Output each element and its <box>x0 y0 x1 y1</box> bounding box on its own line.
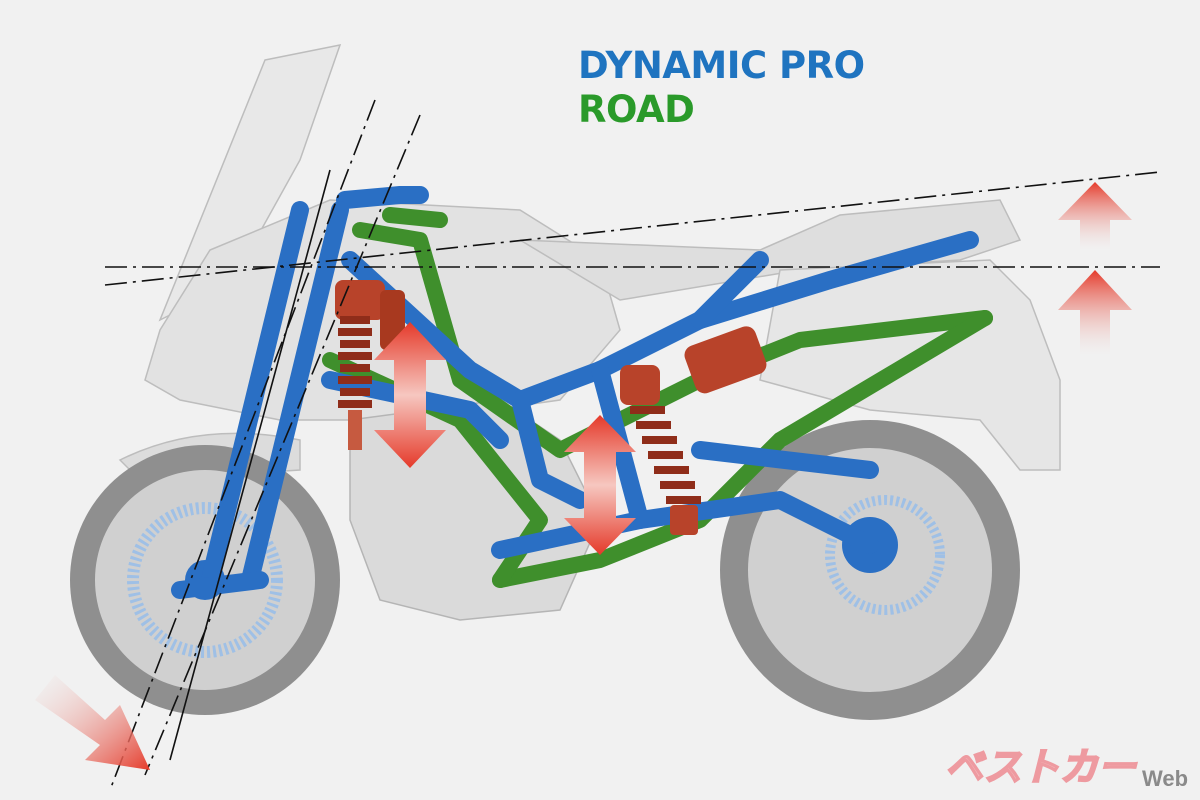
rear-rise-arrow-icon <box>1058 182 1132 250</box>
rear-travel-arrow-icon <box>564 415 636 555</box>
legend-road: ROAD <box>578 88 695 131</box>
legend: DYNAMIC PRO ROAD <box>578 44 865 132</box>
watermark-logo: ベストカー <box>945 745 1137 789</box>
reference-lines <box>104 99 1161 791</box>
steering-axis-line <box>109 99 376 791</box>
steering-axis-line <box>144 114 421 776</box>
frame-dynamic-pro <box>171 186 979 599</box>
pitch-reference-line <box>104 171 1161 286</box>
legend-dynamic-pro: DYNAMIC PRO <box>578 44 865 87</box>
front-travel-arrow-icon <box>374 322 446 468</box>
rear-shock <box>620 326 767 535</box>
watermark-suffix: Web <box>1142 766 1189 791</box>
rear-rise-arrow-icon <box>1058 270 1132 355</box>
front-shock <box>335 280 405 450</box>
front-dive-arrow-icon <box>35 675 150 770</box>
steering-axis-line <box>169 169 331 761</box>
